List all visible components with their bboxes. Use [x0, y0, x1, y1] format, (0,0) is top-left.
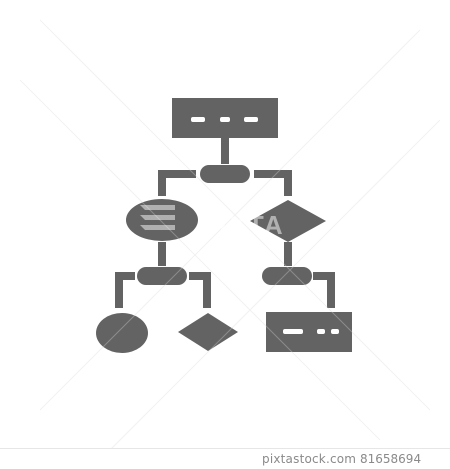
dash-mark: [220, 117, 230, 122]
connector-line: [158, 242, 166, 266]
connector-elbow-left: [115, 272, 135, 308]
dash-mark: [191, 117, 205, 122]
top-process-box: [172, 98, 278, 138]
terminator-shape: [96, 313, 148, 353]
dash-mark: [331, 329, 339, 334]
bottom-process-box: [266, 312, 352, 352]
footer-image-id: 81658694: [360, 452, 422, 466]
footer-site-name: pixtastock.com: [262, 452, 357, 466]
connector-elbow-right: [189, 272, 211, 308]
connector-line: [221, 138, 229, 164]
terminator-shape: [126, 199, 198, 241]
connector-line: [284, 242, 292, 266]
connector-elbow-right: [254, 170, 292, 196]
dash-mark: [244, 117, 258, 122]
connector-elbow-right: [313, 272, 335, 308]
connector-elbow-left: [158, 170, 196, 196]
junction-node: [262, 267, 312, 285]
junction-node: [200, 165, 250, 183]
decision-diamond: [250, 200, 326, 242]
footer-bar: pixtastock.com 81658694: [0, 448, 450, 469]
dash-mark: [283, 329, 303, 334]
decision-diamond: [178, 313, 238, 351]
junction-node: [137, 267, 187, 285]
dash-mark: [317, 329, 325, 334]
